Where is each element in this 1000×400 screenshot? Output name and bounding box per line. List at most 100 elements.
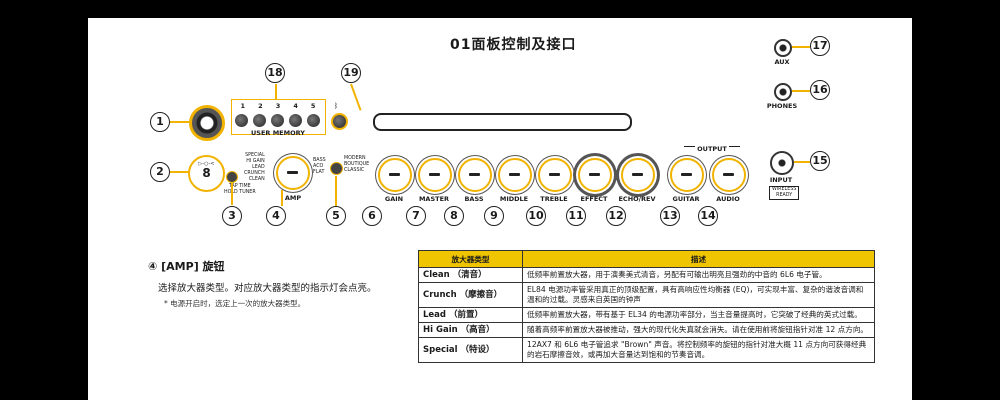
tap-time-text: TAP TIME xyxy=(228,184,251,189)
wireless-text: WIRELESS xyxy=(772,187,797,192)
output-label: OUTPUT xyxy=(684,145,740,153)
table-cell: Special （特设） xyxy=(418,337,523,363)
callout-9: 9 xyxy=(484,206,504,226)
amp-type: CLEAN xyxy=(248,177,265,182)
amp-type: CRUNCH xyxy=(244,171,265,176)
table-cell: 随着高频率前置放大器被推动，强大的现代化失真就会消失。请在使用前将旋钮指针对准 … xyxy=(522,322,875,338)
callout-19: 19 xyxy=(341,63,361,83)
effect-label: EFFECT xyxy=(580,195,608,203)
bluetooth-icon: ᛒ xyxy=(334,102,339,110)
display-digit: 8 xyxy=(202,166,211,180)
table-row: Special （特设）12AX7 和 6L6 电子管追求 "Brown" 声音… xyxy=(418,337,875,363)
leader-line xyxy=(792,46,810,48)
master-label: MASTER xyxy=(418,195,450,203)
tuner-display: ▷-○-< 8 xyxy=(188,155,225,192)
aux-label: AUX xyxy=(774,58,790,66)
amp-type: HI GAIN xyxy=(246,159,265,164)
table-header: 描述 xyxy=(522,250,875,268)
bass-knob[interactable] xyxy=(458,158,492,192)
callout-6: 6 xyxy=(362,206,382,226)
table-cell: 低频率前置放大器，用于演奏美式清音，另配有可输出明亮且强劲的中音的 6L6 电子… xyxy=(522,267,875,283)
tone-mode: MODERN xyxy=(344,156,366,161)
echo-rev-label: ECHO/REV xyxy=(618,195,656,203)
callout-17: 17 xyxy=(810,36,830,56)
table-row: Lead （前置）低频率前置放大器，带有基于 EL34 的电源功率部分，当主音量… xyxy=(418,307,875,323)
callout-8: 8 xyxy=(444,206,464,226)
table-cell: 低频率前置放大器，带有基于 EL34 的电源功率部分，当主音量提高时，它突破了经… xyxy=(522,307,875,323)
eq-mode: BASS xyxy=(313,158,326,163)
section-text: 选择放大器类型。对应放大器类型的指示灯会点亮。 xyxy=(158,283,377,294)
guitar-label: GUITAR xyxy=(672,195,700,203)
callout-12: 12 xyxy=(606,206,626,226)
tap-button[interactable] xyxy=(226,171,238,183)
power-button[interactable] xyxy=(189,105,225,141)
callout-14: 14 xyxy=(698,206,718,226)
memory-button-2[interactable] xyxy=(253,114,266,127)
memory-button-3[interactable] xyxy=(271,114,284,127)
leader-line xyxy=(794,161,810,163)
phones-label: PHONES xyxy=(766,102,798,110)
table-cell: Lead （前置） xyxy=(418,307,523,323)
leader-line xyxy=(792,90,810,92)
user-memory-label: USER MEMORY xyxy=(251,129,305,137)
callout-10: 10 xyxy=(526,206,546,226)
leader-line xyxy=(170,171,190,173)
audio-knob[interactable] xyxy=(712,158,746,192)
gain-knob[interactable] xyxy=(378,158,412,192)
callout-18: 18 xyxy=(265,63,285,83)
table-cell: Clean （清音） xyxy=(418,267,523,283)
master-knob[interactable] xyxy=(418,158,452,192)
callout-2: 2 xyxy=(150,162,170,182)
tone-mode: BOUTIQUE xyxy=(344,162,370,167)
amp-label: AMP xyxy=(284,194,302,202)
table-row: Hi Gain （高音）随着高频率前置放大器被推动，强大的现代化失真就会消失。请… xyxy=(418,322,875,338)
callout-15: 15 xyxy=(810,151,830,171)
guitar-knob[interactable] xyxy=(670,158,704,192)
callout-1: 1 xyxy=(150,112,170,132)
table-cell: EL84 电源功率管采用真正的顶级配置，具有高响应性均衡器 (EQ)，可实现丰富… xyxy=(522,282,875,308)
callout-5: 5 xyxy=(326,206,346,226)
leader-line xyxy=(335,176,337,206)
callout-7: 7 xyxy=(406,206,426,226)
echo-rev-knob[interactable] xyxy=(621,158,655,192)
treble-knob[interactable] xyxy=(538,158,572,192)
table-cell: 12AX7 和 6L6 电子管追求 "Brown" 声音。将控制频率的旋钮的指针… xyxy=(522,337,875,363)
audio-label: AUDIO xyxy=(716,195,740,203)
phones-jack[interactable] xyxy=(774,83,792,101)
hold-tuner-text: HOLD TUNER xyxy=(224,190,256,195)
memory-num: 3 xyxy=(275,102,281,110)
amp-type-table: 放大器类型 描述 Clean （清音）低频率前置放大器，用于演奏美式清音，另配有… xyxy=(418,250,875,363)
middle-label: MIDDLE xyxy=(499,195,529,203)
effect-knob[interactable] xyxy=(578,158,612,192)
table-row: Clean （清音）低频率前置放大器，用于演奏美式清音，另配有可输出明亮且强劲的… xyxy=(418,267,875,283)
amp-knob[interactable] xyxy=(276,156,310,190)
memory-highlight xyxy=(231,99,326,135)
memory-button-5[interactable] xyxy=(307,114,320,127)
memory-num: 4 xyxy=(293,102,298,110)
leader-line xyxy=(275,84,277,100)
leader-line xyxy=(281,190,283,206)
middle-knob[interactable] xyxy=(498,158,532,192)
mode-button[interactable] xyxy=(330,162,343,175)
callout-4: 4 xyxy=(266,206,286,226)
callout-3: 3 xyxy=(222,206,242,226)
leader-line xyxy=(170,121,192,123)
aux-jack[interactable] xyxy=(774,39,792,57)
callout-16: 16 xyxy=(810,80,830,100)
leader-line xyxy=(350,83,362,111)
eq-mode: FLAT xyxy=(313,170,325,175)
bluetooth-button[interactable] xyxy=(331,113,348,130)
output-text: OUTPUT xyxy=(695,145,729,153)
memory-button-1[interactable] xyxy=(235,114,248,127)
input-jack[interactable] xyxy=(770,151,794,175)
memory-num: 5 xyxy=(310,102,316,110)
callout-11: 11 xyxy=(566,206,586,226)
table-cell: Crunch （摩擦音） xyxy=(418,282,523,308)
memory-button-4[interactable] xyxy=(289,114,302,127)
